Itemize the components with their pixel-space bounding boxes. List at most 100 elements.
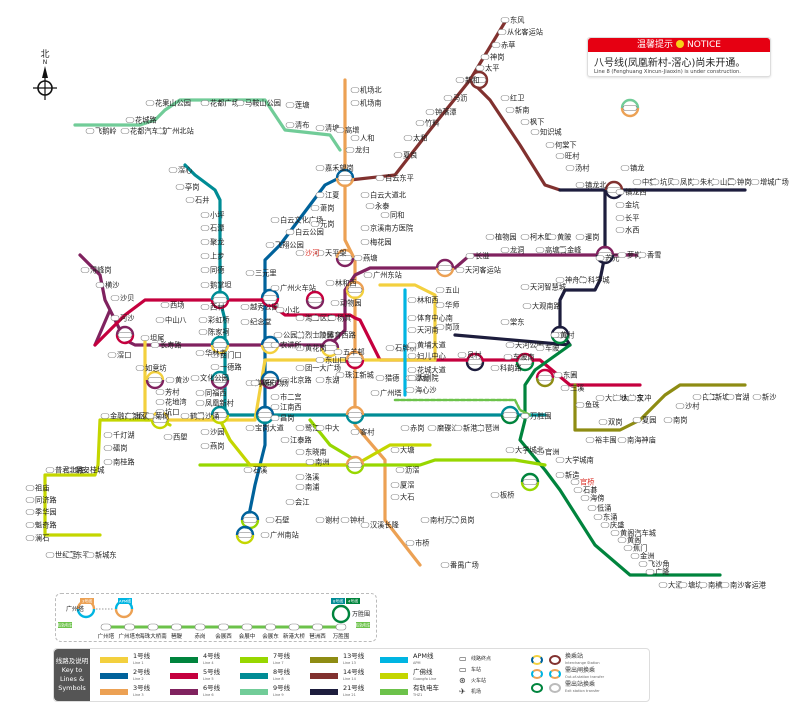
- station[interactable]: 红卫: [500, 94, 524, 103]
- station[interactable]: 龙溪: [125, 412, 149, 421]
- station[interactable]: 江泰路: [280, 436, 312, 445]
- station[interactable]: 钟落潭: [425, 108, 457, 117]
- station[interactable]: 同和: [380, 211, 404, 220]
- station[interactable]: 新南: [505, 106, 529, 115]
- station[interactable]: 枫下: [520, 118, 544, 127]
- station[interactable]: 黄沙: [165, 376, 189, 385]
- station[interactable]: 澜石: [25, 534, 49, 543]
- station[interactable]: 花都广场: [200, 99, 239, 108]
- station[interactable]: 海傍: [580, 494, 604, 503]
- station[interactable]: 江南西: [270, 403, 302, 412]
- station[interactable]: 大观南路: [522, 302, 561, 311]
- station[interactable]: 天河智慧城: [520, 283, 566, 292]
- station[interactable]: 梅花园: [360, 238, 392, 247]
- interchange-station[interactable]: [469, 70, 489, 90]
- interchange-station[interactable]: [435, 258, 455, 278]
- station[interactable]: 农讲所: [270, 341, 302, 350]
- station[interactable]: 海珠广场: [250, 379, 289, 388]
- station[interactable]: 昌岗: [270, 414, 294, 423]
- station[interactable]: 西门口: [210, 351, 242, 360]
- station[interactable]: 镇龙: [620, 164, 644, 173]
- station[interactable]: 燕塘: [353, 254, 377, 263]
- station[interactable]: 桂城: [80, 466, 104, 475]
- apm-station[interactable]: 会展东: [262, 623, 279, 640]
- station[interactable]: 魁奇路: [25, 521, 57, 530]
- station[interactable]: 南沙客运港: [720, 581, 767, 590]
- station[interactable]: 金洲: [630, 552, 654, 561]
- station[interactable]: 万胜围: [520, 412, 552, 421]
- station[interactable]: 西村: [200, 303, 224, 312]
- station[interactable]: 长湴: [465, 252, 489, 261]
- station[interactable]: 新塘: [705, 393, 729, 402]
- station[interactable]: 清塘: [315, 124, 339, 133]
- station[interactable]: 从化客运站: [497, 28, 543, 37]
- station[interactable]: 体育中心南: [407, 314, 453, 323]
- station[interactable]: 花城路: [125, 116, 157, 125]
- interchange-station[interactable]: [305, 290, 325, 310]
- station[interactable]: 华林寺: [195, 349, 227, 358]
- station[interactable]: 钟村: [340, 516, 364, 525]
- station[interactable]: 一德路: [210, 363, 242, 372]
- station[interactable]: 烈士陵园: [295, 331, 334, 340]
- station[interactable]: 金峰: [557, 246, 581, 255]
- station[interactable]: 芳村: [155, 388, 179, 397]
- station[interactable]: 大剧院: [407, 374, 439, 383]
- station[interactable]: 增城广场: [750, 178, 789, 187]
- apm-station[interactable]: 广州塔: [98, 623, 115, 640]
- station[interactable]: 同福西: [195, 389, 227, 398]
- station[interactable]: 沥滘: [395, 466, 419, 475]
- station[interactable]: 嘉禾望岗: [315, 164, 354, 173]
- station[interactable]: 南桂路: [103, 458, 135, 467]
- station[interactable]: 三元里: [245, 269, 277, 278]
- station[interactable]: 海心沙: [405, 386, 437, 395]
- station[interactable]: 林和西: [325, 279, 357, 288]
- station[interactable]: 官洲: [535, 448, 559, 457]
- station[interactable]: 文冲: [627, 394, 651, 403]
- interchange-station[interactable]: [345, 455, 365, 475]
- apm-station[interactable]: 广州塔东: [118, 623, 141, 640]
- station[interactable]: 祖庙: [25, 484, 49, 493]
- station[interactable]: 天平架: [315, 249, 347, 258]
- station[interactable]: 上步: [200, 252, 224, 261]
- station[interactable]: 河沙: [110, 314, 134, 323]
- station[interactable]: 飞沙角: [638, 560, 670, 569]
- interchange-station[interactable]: [240, 510, 260, 530]
- interchange-station[interactable]: [210, 370, 230, 390]
- station[interactable]: 京溪南方医院: [360, 224, 413, 233]
- interchange-station[interactable]: [260, 288, 280, 308]
- station[interactable]: 高增: [335, 126, 359, 135]
- apm-station[interactable]: 会展西: [215, 623, 232, 640]
- station[interactable]: 石井: [185, 196, 209, 205]
- station[interactable]: 浔峰岗: [80, 266, 112, 275]
- station[interactable]: 体育西路: [317, 331, 356, 340]
- station[interactable]: 滘心: [168, 166, 192, 175]
- station[interactable]: 凤凰新村: [195, 399, 234, 408]
- station[interactable]: 南海神庙: [617, 436, 656, 445]
- station[interactable]: 何棠下: [545, 141, 577, 150]
- station[interactable]: 坑贝: [650, 178, 674, 187]
- interchange-station[interactable]: [210, 405, 230, 425]
- interchange-station[interactable]: [150, 410, 170, 430]
- station[interactable]: 白云东平: [375, 174, 414, 183]
- station[interactable]: 东平: [65, 551, 89, 560]
- station[interactable]: 西场: [160, 301, 184, 310]
- station[interactable]: 镇龙西: [615, 188, 647, 197]
- station[interactable]: 夏园: [632, 416, 656, 425]
- station[interactable]: 机场南: [350, 99, 382, 108]
- station[interactable]: 金坑: [615, 201, 639, 210]
- station[interactable]: 广州北站: [155, 127, 194, 136]
- station[interactable]: 元岗: [310, 220, 334, 229]
- station[interactable]: 横沙: [95, 281, 119, 290]
- station[interactable]: 萝岗: [617, 251, 641, 260]
- apm-station[interactable]: 琶洲西: [309, 623, 326, 640]
- station[interactable]: 马鞍山公园: [235, 99, 281, 108]
- interchange-station[interactable]: [260, 370, 280, 390]
- interchange-station[interactable]: [255, 405, 275, 425]
- station[interactable]: 飞翔公园: [265, 241, 304, 250]
- station[interactable]: 太平: [475, 64, 499, 73]
- station[interactable]: 如意坊: [135, 364, 167, 373]
- station[interactable]: 柯木塱: [520, 233, 552, 242]
- station[interactable]: 广州东站: [363, 271, 402, 280]
- station[interactable]: 妇儿中心: [407, 352, 446, 361]
- station[interactable]: 新沙: [752, 393, 776, 402]
